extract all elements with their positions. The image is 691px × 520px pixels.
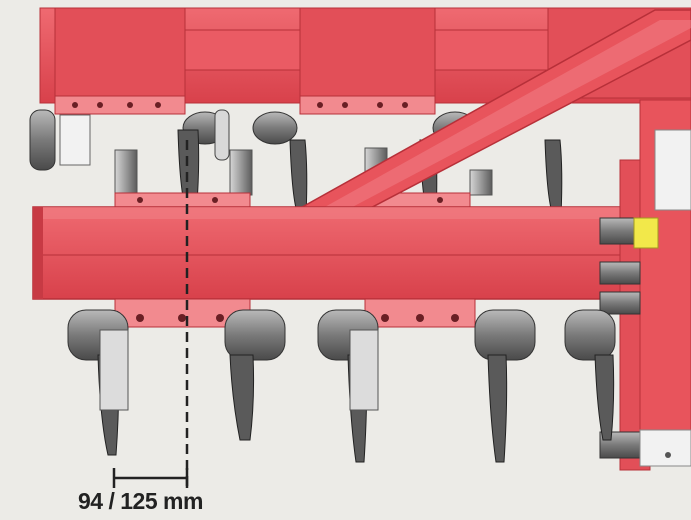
main-frame-beam	[32, 206, 644, 300]
row-spacing-label: 94 / 125 mm	[78, 488, 203, 514]
upper-bracket-plates	[54, 95, 436, 115]
lower-bracket-plates	[114, 298, 476, 328]
row-spacing-dimension	[112, 140, 189, 488]
lower-coulter-units	[67, 309, 616, 463]
